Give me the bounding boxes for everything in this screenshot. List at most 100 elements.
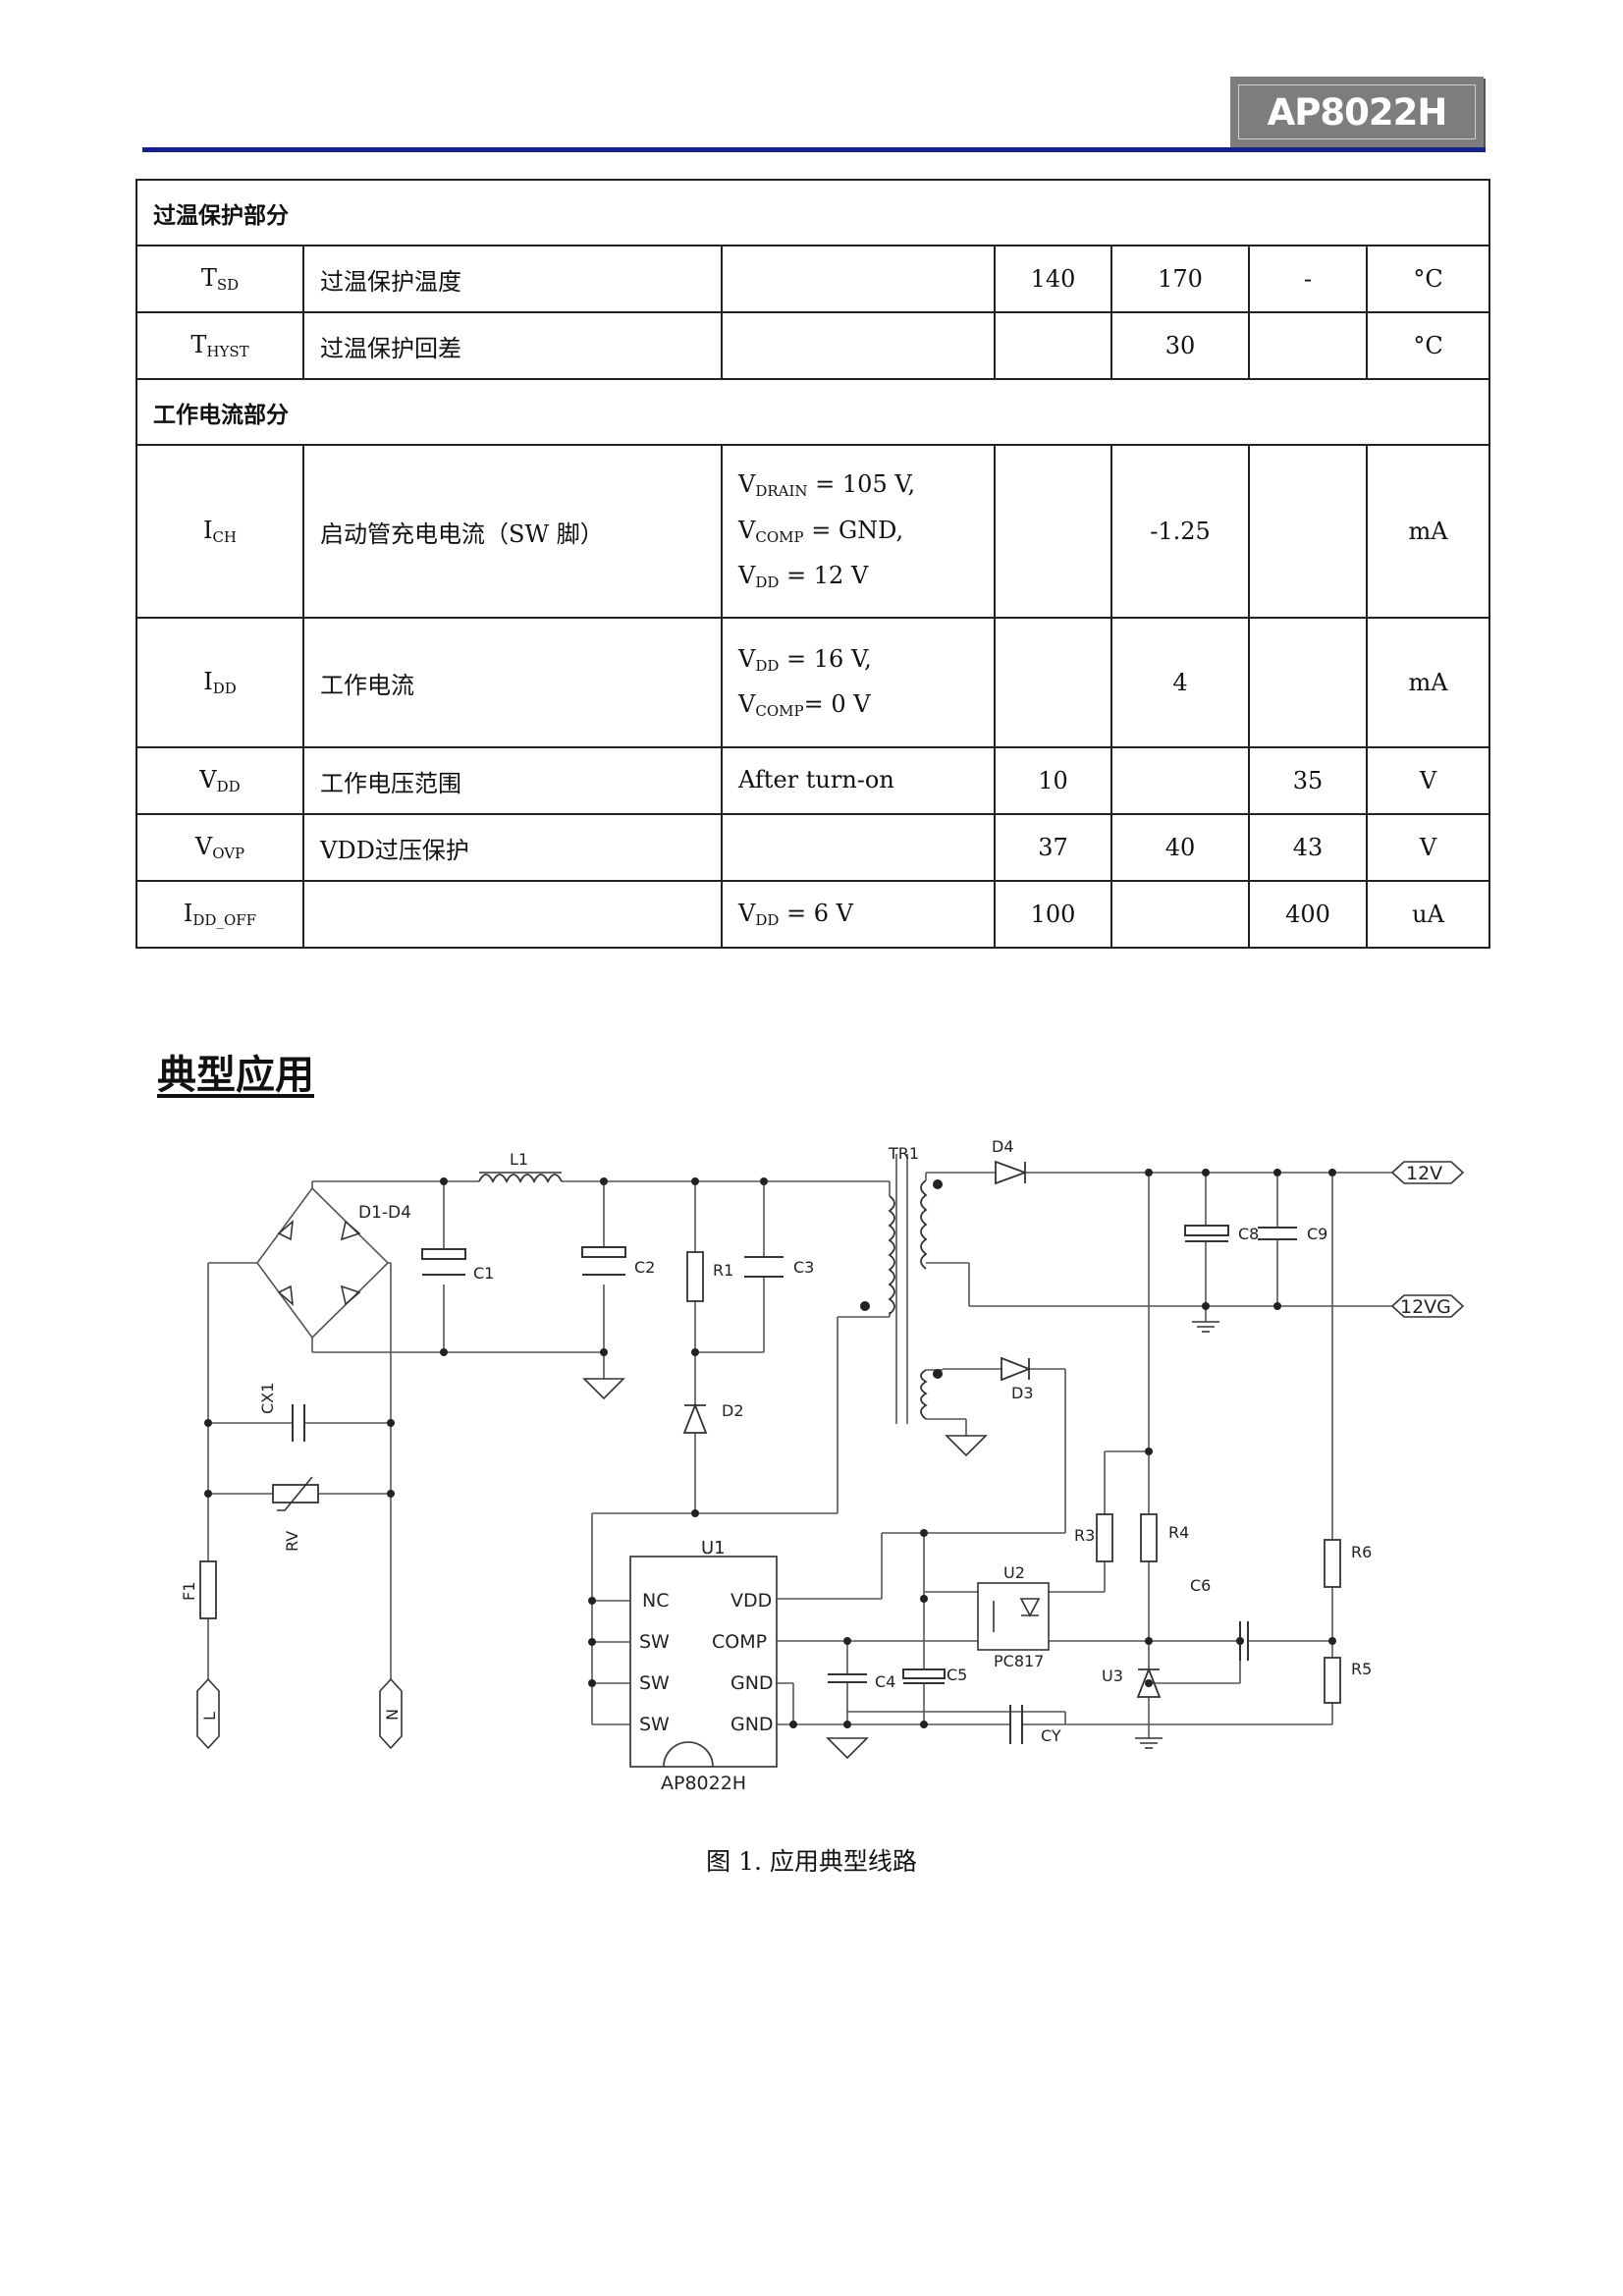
- label-R4: R4: [1168, 1523, 1189, 1542]
- cond-text: = 12 V: [779, 562, 869, 590]
- symbol-main: V: [194, 833, 213, 860]
- param-name: 工作电流: [302, 617, 723, 748]
- label-CY: CY: [1041, 1726, 1061, 1745]
- cond-sub: DD: [755, 910, 780, 929]
- cond-text: = GND,: [803, 516, 904, 544]
- label-C5: C5: [947, 1666, 967, 1684]
- value-max: [1248, 444, 1368, 619]
- cond-text: = 16 V,: [779, 644, 872, 673]
- cond-var: V: [738, 690, 756, 718]
- section-title: 过温保护部分: [135, 179, 1491, 246]
- test-conditions: [721, 813, 996, 882]
- label-TR1: TR1: [888, 1144, 919, 1163]
- pin-sw-2: SW: [639, 1672, 670, 1694]
- test-conditions: After turn-on: [721, 746, 996, 815]
- value-unit: mA: [1365, 617, 1491, 748]
- cond-sub: COMP: [755, 527, 804, 546]
- label-C9: C9: [1307, 1225, 1327, 1243]
- value-max: [1248, 311, 1368, 380]
- label-C1: C1: [473, 1264, 494, 1283]
- param-name: [302, 880, 723, 949]
- param-name: 启动管充电电流（SW 脚）: [302, 444, 723, 619]
- test-conditions: [721, 311, 996, 380]
- cond-var: V: [738, 562, 756, 590]
- symbol-sub: HYST: [206, 343, 249, 360]
- label-C4: C4: [875, 1672, 895, 1691]
- label-L1: L1: [510, 1150, 528, 1169]
- label-D4: D4: [992, 1137, 1014, 1156]
- condition-line: VDRAIN = 105 V,: [738, 469, 994, 502]
- cond-var: V: [738, 644, 756, 673]
- cond-sub: COMP: [755, 702, 804, 720]
- value-unit: °C: [1365, 311, 1491, 380]
- param-name: 工作电压范围: [302, 746, 723, 815]
- test-conditions: VDRAIN = 105 V,VCOMP = GND,VDD = 12 V: [721, 444, 996, 619]
- value-min: 10: [994, 746, 1112, 815]
- value-max: -: [1248, 245, 1368, 313]
- condition-line: VCOMP = GND,: [738, 516, 994, 548]
- param-name: VDD过压保护: [302, 813, 723, 882]
- param-symbol: VOVP: [135, 813, 304, 882]
- pin-sw-1: SW: [639, 1631, 670, 1653]
- label-R1: R1: [713, 1261, 733, 1280]
- label-F1: F1: [180, 1582, 198, 1601]
- value-min: [994, 617, 1112, 748]
- value-unit: °C: [1365, 245, 1491, 313]
- cond-var: V: [738, 516, 756, 544]
- test-conditions: [721, 245, 996, 313]
- label-N-port: N: [383, 1709, 402, 1721]
- part-number: AP8022H: [1238, 84, 1476, 139]
- symbol-sub: OVP: [212, 845, 245, 862]
- value-min: [994, 444, 1112, 619]
- label-C8: C8: [1238, 1225, 1259, 1243]
- symbol-main: I: [202, 517, 213, 544]
- param-symbol: ICH: [135, 444, 304, 619]
- value-unit: mA: [1365, 444, 1491, 619]
- value-max: 35: [1248, 746, 1368, 815]
- symbol-main: T: [190, 331, 207, 358]
- pin-sw-3: SW: [639, 1714, 670, 1735]
- symbol-main: V: [199, 766, 217, 793]
- value-typ: -1.25: [1110, 444, 1250, 619]
- value-typ: [1110, 746, 1250, 815]
- header-rule: [142, 147, 1486, 152]
- label-R5: R5: [1351, 1660, 1372, 1678]
- cond-text: = 105 V,: [807, 470, 916, 499]
- application-title: 典型应用: [157, 1053, 314, 1098]
- symbol-main: I: [203, 668, 213, 695]
- param-symbol: TSD: [135, 245, 304, 313]
- symbol-sub: SD: [216, 276, 240, 294]
- param-symbol: THYST: [135, 311, 304, 380]
- condition-line: VDD = 6 V: [738, 899, 994, 931]
- cond-var: V: [738, 470, 756, 499]
- symbol-main: I: [183, 900, 193, 927]
- param-name: 过温保护回差: [302, 311, 723, 380]
- pin-comp: COMP: [712, 1631, 767, 1653]
- cond-var: V: [738, 899, 756, 927]
- section-header: 工作电流部分: [135, 378, 1491, 446]
- value-max: 43: [1248, 813, 1368, 882]
- param-symbol: IDD: [135, 617, 304, 748]
- param-name: 过温保护温度: [302, 245, 723, 313]
- section-title: 工作电流部分: [135, 378, 1491, 446]
- param-symbol: VDD: [135, 746, 304, 815]
- value-typ: [1110, 880, 1250, 949]
- condition-line: VDD = 12 V: [738, 561, 994, 593]
- condition-line: After turn-on: [738, 765, 994, 797]
- label-12VG: 12VG: [1400, 1296, 1451, 1318]
- label-RV: RV: [283, 1531, 301, 1552]
- cond-text: = 6 V: [779, 899, 854, 927]
- test-conditions: VDD = 16 V,VCOMP= 0 V: [721, 617, 996, 748]
- value-max: 400: [1248, 880, 1368, 949]
- label-U1: U1: [701, 1538, 726, 1558]
- symbol-sub: DD: [216, 778, 241, 795]
- symbol-sub: CH: [212, 528, 238, 546]
- symbol-sub: DD: [212, 680, 237, 697]
- value-min: 140: [994, 245, 1112, 313]
- label-C3: C3: [793, 1258, 814, 1277]
